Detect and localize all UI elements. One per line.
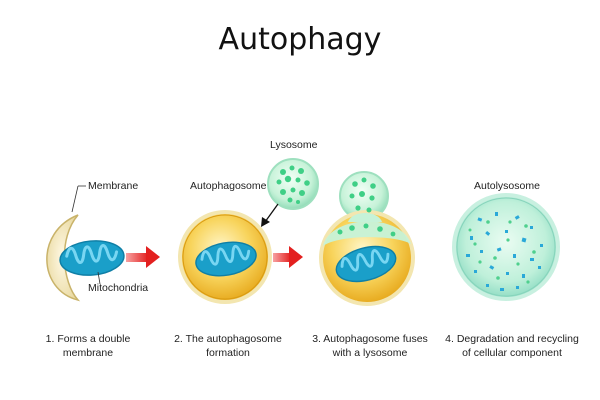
membrane-pointer: [71, 185, 79, 213]
step-1-line2: membrane: [62, 347, 114, 359]
step-3-line1: 3. Autophagosome fuses: [312, 333, 428, 345]
step1-cell: [46, 214, 127, 302]
step4-autolysosome: [452, 193, 560, 301]
step-2-caption: 2. The autophagosome formation: [158, 332, 298, 360]
arrow-1: [126, 246, 160, 268]
step2-autophagosome: [178, 210, 272, 304]
step-3-caption: 3. Autophagosome fuses with a lysosome: [300, 332, 440, 360]
step-2-line2: formation: [206, 347, 250, 359]
lysosome-arrowhead: [261, 217, 270, 227]
mitochondria-shape: [57, 236, 127, 280]
step-1-line1: 1. Forms a double: [45, 333, 131, 345]
label-autophagosome: Autophagosome: [190, 180, 267, 192]
arrow-2: [273, 246, 303, 268]
step-4-line2: of cellular component: [462, 347, 562, 359]
step3-fusion: [319, 171, 415, 306]
step-3-line2: with a lysosome: [332, 347, 408, 359]
label-lysosome: Lysosome: [270, 139, 318, 151]
lysosome-arrow: [264, 203, 279, 223]
diagram-title: Autophagy: [218, 22, 382, 57]
step-1-caption: 1. Forms a double membrane: [28, 332, 148, 360]
label-membrane: Membrane: [88, 180, 139, 192]
mitochondria-pointer: [97, 271, 101, 285]
step-2-line1: 2. The autophagosome: [174, 333, 282, 345]
step-4-caption: 4. Degradation and recycling of cellular…: [432, 332, 592, 360]
step-4-line1: 4. Degradation and recycling: [445, 333, 579, 345]
lysosome: [267, 158, 319, 210]
label-mitochondria: Mitochondria: [88, 282, 149, 294]
label-autolysosome: Autolysosome: [474, 180, 540, 192]
